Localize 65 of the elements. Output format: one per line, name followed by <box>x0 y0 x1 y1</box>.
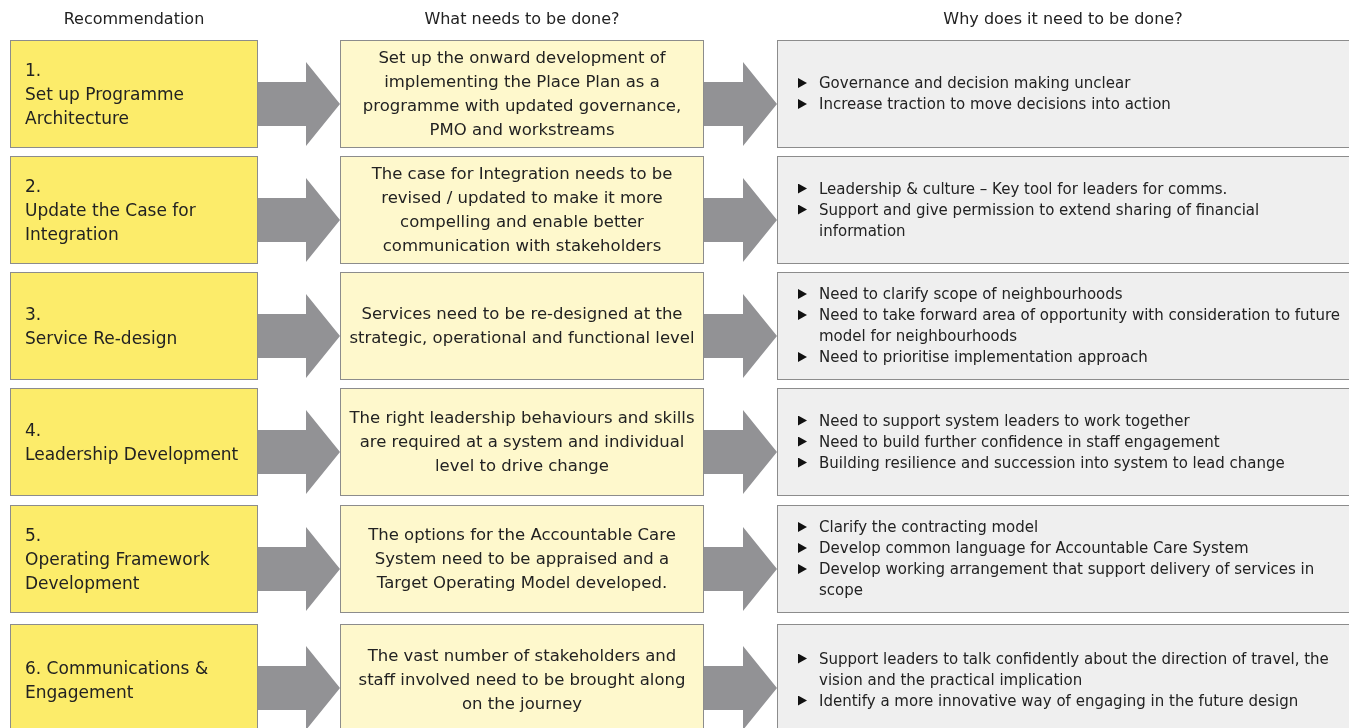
block-arrow <box>258 294 340 378</box>
block-arrow <box>258 410 340 494</box>
action-box <box>340 156 704 264</box>
recommendation-text: 1. <box>25 59 43 82</box>
recommendation-box <box>10 505 258 613</box>
recommendation-text: Operating Framework Development <box>25 548 211 595</box>
reason-text: Need to prioritise implementation approach <box>819 347 1148 368</box>
block-arrow <box>258 527 340 611</box>
reason-text: Increase traction to move decisions into action <box>819 94 1171 115</box>
block-arrow <box>704 178 777 262</box>
action-box <box>340 388 704 496</box>
reason-text: Need to take forward area of opportunity with consideration to future model for neighbourhoods <box>819 305 1342 347</box>
recommendation-text: Set up Programme Architecture <box>25 83 186 130</box>
action-text: The case for Integration needs to be revised / updated to make it more compelling and enable better communication with stakeholders <box>370 163 674 257</box>
recommendation-text: 4. <box>25 419 43 442</box>
recommendation-text: 3. <box>25 303 43 326</box>
block-arrow <box>704 62 777 146</box>
reason-box <box>777 156 1349 264</box>
reason-text: Support leaders to talk confidently about the direction of travel, the vision and the practical implication <box>819 648 1330 691</box>
column-heading: Recommendation <box>62 9 206 28</box>
recommendation-box <box>10 388 258 496</box>
action-text: The options for the Accountable Care System need to be appraised and a Target Operating Model developed. <box>367 524 677 594</box>
column-heading: Why does it need to be done? <box>942 9 1184 28</box>
reason-text: Governance and decision making unclear <box>819 73 1131 94</box>
recommendation-box <box>10 40 258 148</box>
reason-box <box>777 388 1349 496</box>
action-text: Set up the onward development of implementing the Place Plan as a programme with updated governance, PMO and workstreams <box>361 47 683 141</box>
recommendation-text: Service Re-design <box>25 327 179 350</box>
action-box <box>340 624 704 728</box>
recommendation-box <box>10 624 258 728</box>
reason-text: Develop working arrangement that support delivery of services in scope <box>819 559 1316 601</box>
reason-text: Building resilience and succession into system to lead change <box>819 452 1285 474</box>
reason-text: Support and give permission to extend sharing of financial information <box>819 199 1261 242</box>
reason-text: Need to build further confidence in staff engagement <box>819 431 1220 453</box>
reason-box <box>777 624 1349 728</box>
action-box <box>340 272 704 380</box>
block-arrow <box>258 178 340 262</box>
column-heading: What needs to be done? <box>423 9 621 28</box>
block-arrow <box>704 646 777 728</box>
recommendation-text: 2. <box>25 175 43 198</box>
recommendation-text: Leadership Development <box>25 443 240 466</box>
reason-text: Clarify the contracting model <box>819 517 1039 538</box>
action-box <box>340 505 704 613</box>
recommendation-text: 5. <box>25 524 43 547</box>
reason-text: Leadership & culture – Key tool for leaders for comms. <box>819 178 1228 200</box>
reason-text: Identify a more innovative way of engaging in the future design <box>819 690 1299 712</box>
recommendation-text: Update the Case for Integration <box>25 199 197 246</box>
reason-box <box>777 40 1349 148</box>
action-text: Services need to be re-designed at the strategic, operational and functional level <box>348 303 696 349</box>
block-arrow <box>704 410 777 494</box>
block-arrow <box>258 62 340 146</box>
block-arrow <box>704 527 777 611</box>
reason-box <box>777 272 1349 380</box>
reason-text: Need to support system leaders to work together <box>819 410 1190 432</box>
recommendation-text: 6. Communications & Engagement <box>25 657 210 704</box>
reason-text: Need to clarify scope of neighbourhoods <box>819 284 1123 305</box>
recommendation-box <box>10 272 258 380</box>
block-arrow <box>704 294 777 378</box>
reason-box <box>777 505 1349 613</box>
action-box <box>340 40 704 148</box>
reason-text: Develop common language for Accountable Care System <box>819 538 1249 559</box>
action-text: The vast number of stakeholders and staff involved need to be brought along on the journey <box>357 645 687 715</box>
block-arrow <box>258 646 340 728</box>
action-text: The right leadership behaviours and skills are required at a system and individual level to drive change <box>348 407 696 477</box>
recommendation-box <box>10 156 258 264</box>
